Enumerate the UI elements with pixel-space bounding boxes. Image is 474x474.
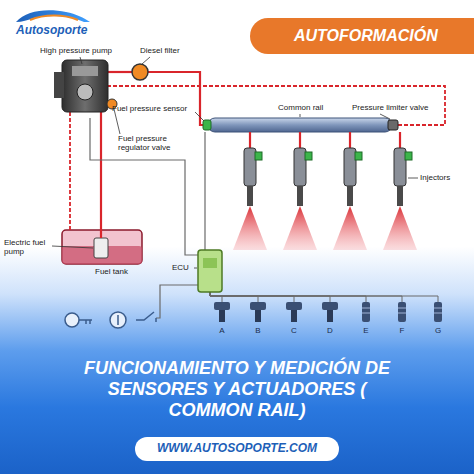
electric-fuel-pump xyxy=(94,238,108,258)
high-pressure-pump xyxy=(54,60,108,112)
injector-body xyxy=(294,148,306,186)
injector-connector xyxy=(355,152,362,160)
sensor-letter: B xyxy=(248,326,268,335)
sensor-letter: D xyxy=(320,326,340,335)
sensor-wire xyxy=(210,292,438,302)
fuel-spray xyxy=(333,206,367,250)
diesel-filter xyxy=(132,64,148,80)
sensor-body xyxy=(214,302,230,310)
sensor-body xyxy=(322,302,338,310)
injector-nozzle xyxy=(297,186,303,206)
pressure-sensor xyxy=(203,120,211,130)
injector-body xyxy=(344,148,356,186)
ignition-key xyxy=(65,312,156,328)
injector-line xyxy=(349,132,351,148)
injector-line xyxy=(249,132,251,148)
injector-connector xyxy=(255,152,262,160)
sensor-body xyxy=(362,302,370,322)
sensor-body xyxy=(250,302,266,310)
node-text: WWW.AUTOSOPORTE.COM xyxy=(157,442,317,456)
sensor-tip xyxy=(255,310,261,322)
part-label: Fuel pressure regulator valve xyxy=(118,134,190,152)
injector-nozzle xyxy=(397,186,403,206)
injector-nozzle xyxy=(247,186,253,206)
injector-body xyxy=(394,148,406,186)
part-label: Injectors xyxy=(420,173,450,182)
sensor-letter: G xyxy=(428,326,448,335)
sensor-letter: C xyxy=(284,326,304,335)
website-box: WWW.AUTOSOPORTE.COM xyxy=(135,437,339,461)
sensor-letter: E xyxy=(356,326,376,335)
sensor-tip xyxy=(327,310,333,322)
injector-connector xyxy=(305,152,312,160)
injector-line xyxy=(399,132,401,148)
part-label: Common rail xyxy=(278,103,323,112)
injector-connector xyxy=(405,152,412,160)
sensor-thread xyxy=(398,308,406,313)
common-rail xyxy=(208,118,392,132)
logo-text: Autosoporte xyxy=(16,24,87,38)
part-label: Diesel filter xyxy=(140,46,180,55)
injector-body xyxy=(244,148,256,186)
sensor-wire xyxy=(210,292,366,302)
injector-nozzle xyxy=(347,186,353,206)
return-lines xyxy=(70,86,445,232)
sensor-wire xyxy=(210,292,222,302)
fuel-lines xyxy=(101,72,208,238)
part-label: Fuel tank xyxy=(95,267,128,276)
part-label: High pressure pump xyxy=(40,46,112,55)
sensor-body xyxy=(286,302,302,310)
fuel-spray xyxy=(233,206,267,250)
sensors-art xyxy=(210,292,442,322)
sensor-letter: A xyxy=(212,326,232,335)
logo-car xyxy=(16,10,90,22)
poster-title: FUNCIONAMIENTO Y MEDICIÓN DE SENSORES Y … xyxy=(77,358,397,421)
fuel-spray xyxy=(283,206,317,250)
sensor-thread xyxy=(434,308,442,313)
sensor-tip xyxy=(219,310,225,322)
part-label: Fuel pressure sensor xyxy=(112,104,187,113)
part-label: ECU xyxy=(172,263,189,272)
part-label: Pressure limiter valve xyxy=(352,103,428,112)
sensor-tip xyxy=(291,310,297,322)
sensor-letter: F xyxy=(392,326,412,335)
fuel-spray xyxy=(383,206,417,250)
sensor-wire xyxy=(210,292,258,302)
sensor-thread xyxy=(362,308,370,313)
node-text: AUTOFORMACIÓN xyxy=(294,27,438,45)
injector-line xyxy=(299,132,301,148)
leader-lines xyxy=(52,57,418,268)
ecu-wiring xyxy=(90,118,205,318)
sensor-wire xyxy=(210,292,402,302)
part-label: Electric fuel pump xyxy=(4,238,54,256)
sensor-wire xyxy=(210,292,330,302)
header-banner: AUTOFORMACIÓN xyxy=(250,18,474,54)
pressure-limiter xyxy=(388,120,398,130)
sensor-body xyxy=(434,302,442,322)
injectors-art xyxy=(233,132,417,250)
ecu-box xyxy=(198,250,222,292)
sensor-wire xyxy=(210,292,294,302)
sensor-body xyxy=(398,302,406,322)
